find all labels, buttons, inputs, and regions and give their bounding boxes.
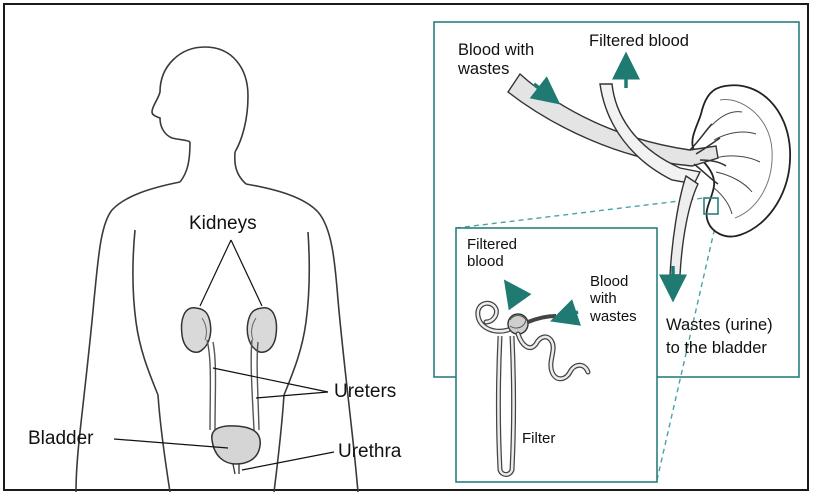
kidney-ureter (670, 176, 698, 275)
nephron-filtered-blood-label: Filtered blood (467, 236, 517, 271)
filter-label: Filter (522, 430, 555, 447)
nephron-blood-with-wastes-line1: Blood (590, 273, 637, 290)
kidney-blood-with-wastes-line1: Blood with (458, 41, 534, 60)
nephron-blood-with-wastes-line2: with (590, 290, 637, 307)
kidney-filtered-blood-label: Filtered blood (589, 32, 689, 51)
wastes-urine-line1: Wastes (urine) (666, 316, 773, 335)
nephron-filtered-blood-line1: Filtered (467, 236, 517, 253)
nephron-filtered-blood-line2: blood (467, 253, 517, 270)
nephron-blood-with-wastes-line3: wastes (590, 308, 637, 325)
kidneys-label: Kidneys (189, 213, 257, 235)
nephron-blood-with-wastes-label: Blood with wastes (590, 273, 637, 325)
urethra-label: Urethra (338, 441, 401, 463)
kidney-blood-with-wastes-label: Blood with wastes (458, 41, 534, 79)
kidney-blood-with-wastes-line2: wastes (458, 60, 534, 79)
ureters-label: Ureters (334, 381, 396, 403)
wastes-urine-line2: to the bladder (666, 339, 773, 358)
bladder-drawing (212, 426, 260, 474)
wastes-urine-label: Wastes (urine) to the bladder (666, 316, 773, 358)
left-kidney-drawing (182, 308, 211, 352)
ureter-drawings (207, 340, 259, 430)
bladder-label: Bladder (28, 428, 94, 450)
